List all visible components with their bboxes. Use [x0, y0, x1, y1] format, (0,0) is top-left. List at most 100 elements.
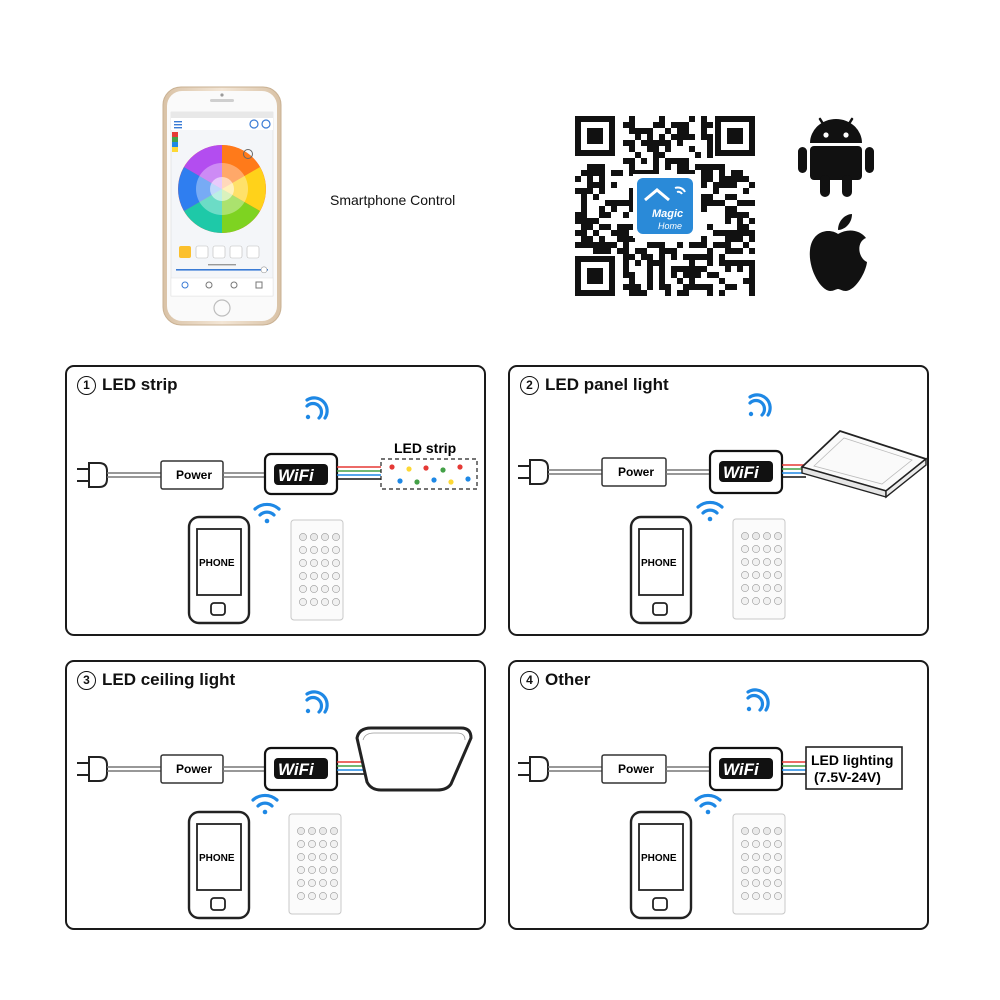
remote-button[interactable]	[774, 853, 782, 861]
remote-button[interactable]	[774, 584, 782, 592]
remote-button[interactable]	[763, 853, 771, 861]
remote-button[interactable]	[308, 827, 316, 835]
remote-button[interactable]	[741, 866, 749, 874]
remote-button[interactable]	[332, 585, 340, 593]
remote-button[interactable]	[741, 571, 749, 579]
remote-button[interactable]	[319, 892, 327, 900]
remote-button[interactable]	[741, 532, 749, 540]
remote-button[interactable]	[741, 892, 749, 900]
remote-button[interactable]	[763, 892, 771, 900]
remote-button[interactable]	[299, 585, 307, 593]
remote-button[interactable]	[310, 546, 318, 554]
remote-button[interactable]	[752, 558, 760, 566]
remote-button[interactable]	[299, 598, 307, 606]
qr-code[interactable]: Magic Home	[575, 116, 755, 296]
remote-button[interactable]	[763, 597, 771, 605]
remote-button[interactable]	[330, 879, 338, 887]
remote-button[interactable]	[774, 840, 782, 848]
remote-button[interactable]	[741, 597, 749, 605]
remote-button[interactable]	[763, 840, 771, 848]
remote-button[interactable]	[297, 892, 305, 900]
remote-button[interactable]	[763, 532, 771, 540]
remote-button[interactable]	[774, 558, 782, 566]
remote-button[interactable]	[741, 853, 749, 861]
remote-button[interactable]	[741, 545, 749, 553]
remote-button[interactable]	[308, 853, 316, 861]
remote-button[interactable]	[319, 866, 327, 874]
remote-button[interactable]	[332, 546, 340, 554]
remote-button[interactable]	[763, 879, 771, 887]
remote-button[interactable]	[321, 572, 329, 580]
remote-button[interactable]	[297, 840, 305, 848]
remote-button[interactable]	[308, 879, 316, 887]
remote-button[interactable]	[774, 866, 782, 874]
remote-button[interactable]	[741, 840, 749, 848]
remote-button[interactable]	[297, 827, 305, 835]
remote-button[interactable]	[774, 879, 782, 887]
remote-button[interactable]	[752, 879, 760, 887]
remote-button[interactable]	[752, 532, 760, 540]
remote-button[interactable]	[319, 827, 327, 835]
remote-button[interactable]	[308, 892, 316, 900]
remote-button[interactable]	[752, 597, 760, 605]
remote-button[interactable]	[752, 571, 760, 579]
remote-button[interactable]	[321, 559, 329, 567]
remote-button[interactable]	[319, 853, 327, 861]
remote-button[interactable]	[774, 827, 782, 835]
remote-button[interactable]	[310, 572, 318, 580]
remote-button[interactable]	[332, 572, 340, 580]
remote-button[interactable]	[297, 879, 305, 887]
remote-button[interactable]	[330, 827, 338, 835]
remote-button[interactable]	[763, 827, 771, 835]
power-adapter-box	[601, 457, 667, 487]
remote-button[interactable]	[752, 827, 760, 835]
remote-button[interactable]	[299, 533, 307, 541]
remote-button[interactable]	[319, 840, 327, 848]
remote-button[interactable]	[330, 892, 338, 900]
remote-button[interactable]	[774, 597, 782, 605]
remote-button[interactable]	[752, 545, 760, 553]
remote-button[interactable]	[774, 532, 782, 540]
remote-button[interactable]	[321, 546, 329, 554]
apple-icon[interactable]	[802, 212, 874, 294]
remote-button[interactable]	[741, 558, 749, 566]
remote-button[interactable]	[297, 866, 305, 874]
remote-button[interactable]	[308, 840, 316, 848]
remote-button[interactable]	[299, 559, 307, 567]
remote-button[interactable]	[299, 572, 307, 580]
remote-button[interactable]	[330, 866, 338, 874]
remote-button[interactable]	[321, 585, 329, 593]
android-icon[interactable]	[798, 113, 874, 197]
remote-button[interactable]	[774, 545, 782, 553]
remote-button[interactable]	[774, 571, 782, 579]
remote-button[interactable]	[763, 584, 771, 592]
remote-button[interactable]	[310, 585, 318, 593]
remote-button[interactable]	[774, 892, 782, 900]
remote-button[interactable]	[308, 866, 316, 874]
remote-button[interactable]	[310, 533, 318, 541]
remote-button[interactable]	[741, 879, 749, 887]
remote-button[interactable]	[763, 558, 771, 566]
remote-button[interactable]	[752, 866, 760, 874]
remote-button[interactable]	[297, 853, 305, 861]
remote-button[interactable]	[741, 584, 749, 592]
remote-button[interactable]	[321, 533, 329, 541]
remote-button[interactable]	[763, 571, 771, 579]
remote-button[interactable]	[741, 827, 749, 835]
remote-button[interactable]	[319, 879, 327, 887]
remote-button[interactable]	[332, 559, 340, 567]
remote-button[interactable]	[752, 840, 760, 848]
remote-button[interactable]	[763, 545, 771, 553]
remote-button[interactable]	[332, 598, 340, 606]
remote-button[interactable]	[752, 892, 760, 900]
remote-button[interactable]	[310, 559, 318, 567]
remote-button[interactable]	[332, 533, 340, 541]
remote-button[interactable]	[321, 598, 329, 606]
remote-button[interactable]	[299, 546, 307, 554]
remote-button[interactable]	[310, 598, 318, 606]
remote-button[interactable]	[330, 840, 338, 848]
remote-button[interactable]	[330, 853, 338, 861]
remote-button[interactable]	[763, 866, 771, 874]
remote-button[interactable]	[752, 584, 760, 592]
remote-button[interactable]	[752, 853, 760, 861]
